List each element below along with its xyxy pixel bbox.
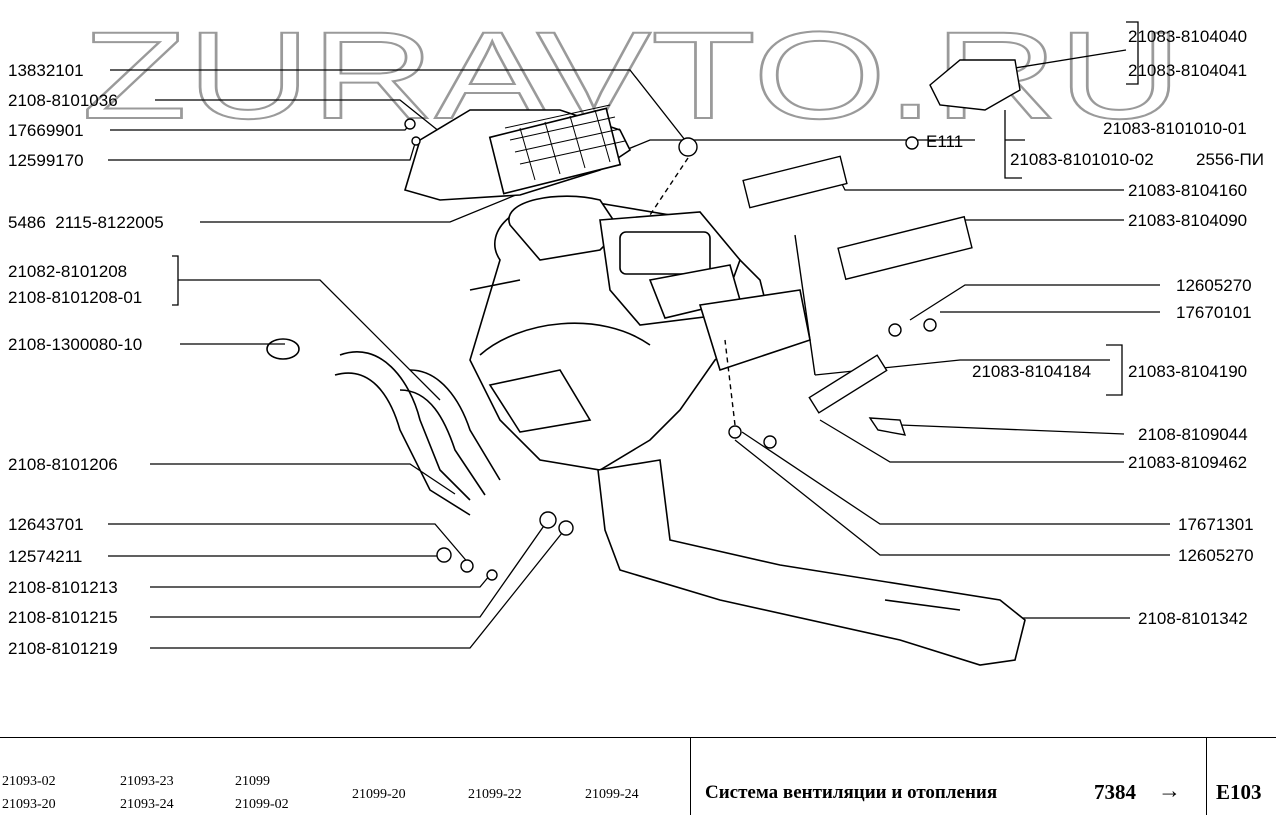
part-label: 12574211 <box>8 547 82 566</box>
model-code: 21099-22 <box>468 787 522 802</box>
heater-hoses <box>266 338 501 516</box>
blower-heater-unit <box>469 195 811 471</box>
part-label: 21083-8101010-02 <box>1010 150 1154 169</box>
part-label: 21083-8104040 <box>1128 27 1247 46</box>
part-label: 2108-8109044 <box>1138 425 1248 444</box>
part-label: 12643701 <box>8 515 84 534</box>
part-label: 12605270 <box>1178 546 1254 565</box>
part-label: 17670101 <box>1176 303 1252 322</box>
part-label: 21083-8104160 <box>1128 181 1247 200</box>
part-label: 2108-8101342 <box>1138 609 1248 628</box>
model-code: 21093-24 <box>120 797 174 812</box>
part-label: 12599170 <box>8 151 84 170</box>
recirculation-duct <box>404 104 632 201</box>
page-code: E103 <box>1216 780 1262 804</box>
part-label: 2108-8101219 <box>8 639 118 658</box>
part-label: 2108-8101208-01 <box>8 288 142 307</box>
part-label: 21083-8101010-01 <box>1103 119 1247 138</box>
model-code: 21099-20 <box>352 787 406 802</box>
floor-duct <box>597 459 1026 666</box>
model-code: 21099-02 <box>235 797 289 812</box>
part-label: 2108-1300080-10 <box>8 335 142 354</box>
heater-diagram: 13832101 2108-8101036 17669901 12599170 … <box>8 21 1264 666</box>
part-label: 2108-8101036 <box>8 91 118 110</box>
part-label: 17671301 <box>1178 515 1254 534</box>
leader-lines <box>108 21 1170 649</box>
part-label: 21083-8104184 <box>972 362 1091 381</box>
part-label: 21083-8104190 <box>1128 362 1247 381</box>
model-code: 21093-20 <box>2 797 56 812</box>
part-label: 21083-8104041 <box>1128 61 1247 80</box>
section-title: Система вентиляции и отопления <box>705 782 998 803</box>
model-code: 21099-24 <box>585 787 639 802</box>
part-label: 13832101 <box>8 61 84 80</box>
part-label: 2108-8101213 <box>8 578 118 597</box>
footer-divider <box>1206 738 1207 815</box>
part-label: 21083-8109462 <box>1128 453 1247 472</box>
footer: 21093-02 21093-20 21093-23 21093-24 2109… <box>0 737 1276 815</box>
part-label: 2556-ПИ <box>1196 150 1264 169</box>
controls-and-fasteners <box>404 59 1021 581</box>
arrow-icon: → <box>1158 778 1181 803</box>
model-code: 21099 <box>235 774 270 789</box>
part-label: 2108-8101206 <box>8 455 118 474</box>
part-label: 2108-8101215 <box>8 608 118 627</box>
footer-divider <box>690 738 691 815</box>
model-code: 21093-23 <box>120 774 174 789</box>
section-number: 7384 <box>1094 780 1136 804</box>
part-label: 5486 2115-8122005 <box>8 213 164 232</box>
part-label: 21082-8101208 <box>8 262 127 281</box>
dashed-leader <box>649 157 689 216</box>
model-code: 21093-02 <box>2 774 56 789</box>
part-label: E111 <box>926 132 963 151</box>
part-label: 21083-8104090 <box>1128 211 1247 230</box>
part-label: 12605270 <box>1176 276 1252 295</box>
part-label: 17669901 <box>8 121 84 140</box>
